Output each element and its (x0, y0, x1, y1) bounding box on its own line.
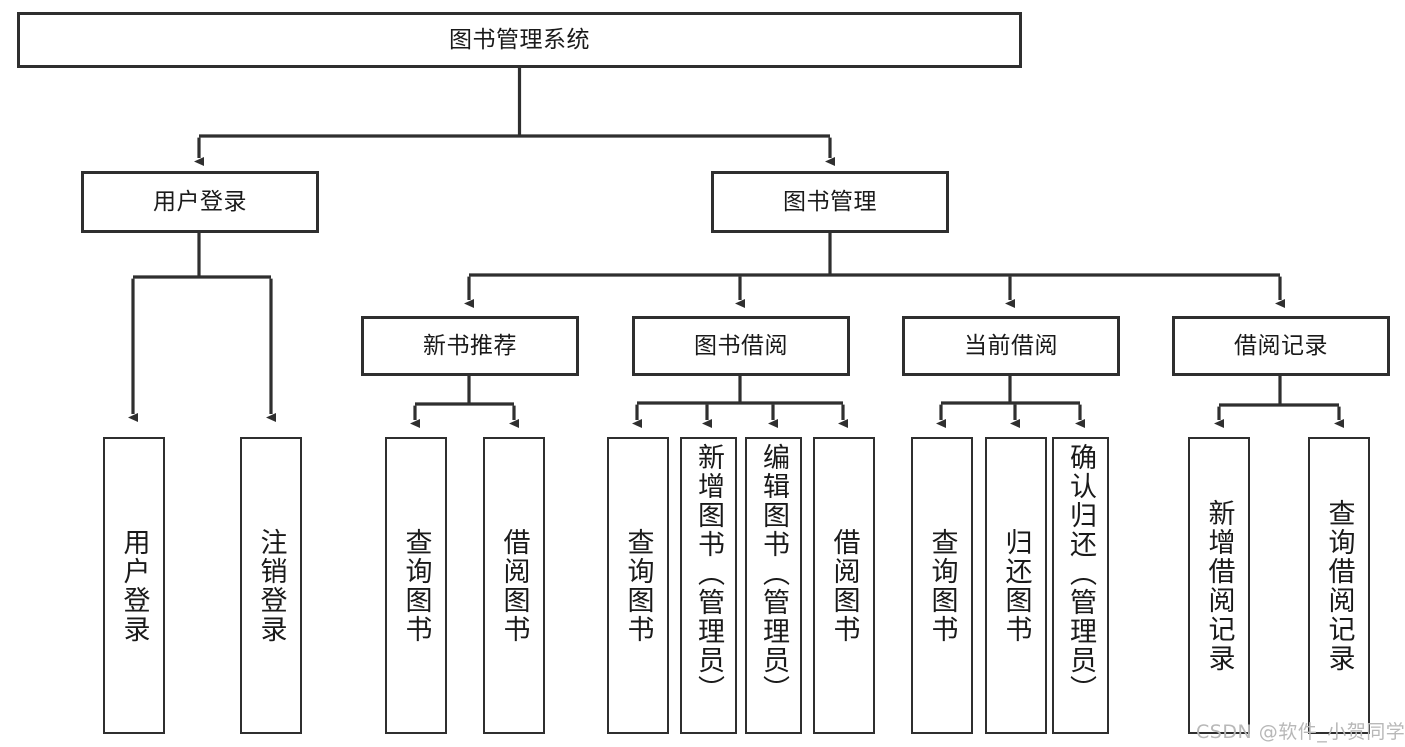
node-leaf-add-record-label: 新增借阅记录 (1203, 498, 1235, 673)
node-root[interactable]: 图书管理系统 (17, 12, 1022, 68)
node-leaf-query-book-rec-label: 查询图书 (400, 527, 432, 644)
node-leaf-user-logout[interactable]: 注销登录 (240, 437, 302, 734)
node-leaf-query-record-label: 查询借阅记录 (1323, 498, 1355, 673)
node-leaf-query-book[interactable]: 查询图书 (607, 437, 669, 734)
node-leaf-query-book-label: 查询图书 (622, 527, 654, 644)
node-leaf-borrow-book-rec[interactable]: 借阅图书 (483, 437, 545, 734)
node-book-borrow[interactable]: 图书借阅 (632, 316, 850, 376)
node-leaf-edit-book[interactable]: 编辑图书（管理员） (745, 437, 802, 734)
node-current-borrow[interactable]: 当前借阅 (902, 316, 1120, 376)
node-leaf-return-book[interactable]: 归还图书 (985, 437, 1047, 734)
node-leaf-add-book[interactable]: 新增图书（管理员） (680, 437, 737, 734)
node-new-book-rec-label: 新书推荐 (423, 332, 517, 359)
node-leaf-borrow-book[interactable]: 借阅图书 (813, 437, 875, 734)
node-leaf-query-book-cur[interactable]: 查询图书 (911, 437, 973, 734)
node-leaf-add-book-label: 新增图书（管理员） (693, 443, 724, 704)
node-book-manage-label: 图书管理 (783, 188, 877, 215)
node-leaf-user-login[interactable]: 用户登录 (103, 437, 165, 734)
node-leaf-add-record[interactable]: 新增借阅记录 (1188, 437, 1250, 734)
node-current-borrow-label: 当前借阅 (964, 332, 1058, 359)
node-leaf-return-book-label: 归还图书 (1000, 527, 1032, 644)
node-leaf-query-book-cur-label: 查询图书 (926, 527, 958, 644)
node-leaf-query-record[interactable]: 查询借阅记录 (1308, 437, 1370, 734)
node-leaf-user-login-label: 用户登录 (118, 527, 150, 644)
node-leaf-edit-book-label: 编辑图书（管理员） (758, 443, 789, 704)
node-book-manage[interactable]: 图书管理 (711, 171, 949, 233)
node-root-label: 图书管理系统 (449, 26, 590, 53)
node-user-login-label: 用户登录 (153, 188, 247, 215)
node-leaf-borrow-book-label: 借阅图书 (828, 527, 860, 644)
csdn-watermark: CSDN @软件_小贺同学 (1196, 721, 1405, 743)
node-leaf-query-book-rec[interactable]: 查询图书 (385, 437, 447, 734)
node-leaf-borrow-book-rec-label: 借阅图书 (498, 527, 530, 644)
node-borrow-record[interactable]: 借阅记录 (1172, 316, 1390, 376)
node-new-book-rec[interactable]: 新书推荐 (361, 316, 579, 376)
node-user-login[interactable]: 用户登录 (81, 171, 319, 233)
node-book-borrow-label: 图书借阅 (694, 332, 788, 359)
node-leaf-user-logout-label: 注销登录 (255, 527, 287, 644)
node-leaf-confirm-return[interactable]: 确认归还（管理员） (1052, 437, 1109, 734)
node-borrow-record-label: 借阅记录 (1234, 332, 1328, 359)
node-leaf-confirm-return-label: 确认归还（管理员） (1065, 443, 1096, 704)
